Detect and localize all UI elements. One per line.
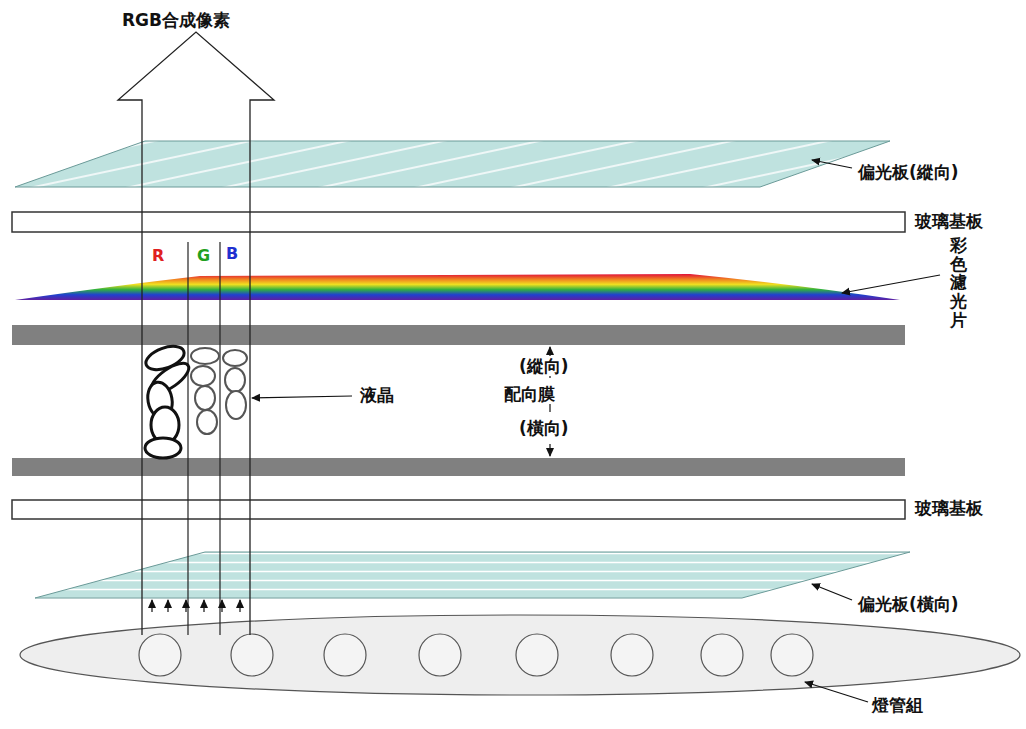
liquid-crystal — [143, 342, 247, 458]
part-name: 液晶 — [360, 385, 394, 405]
subpixel-letter: R — [152, 246, 164, 265]
part-name: 偏光板(橫向) — [858, 594, 959, 614]
top-alignment-film — [12, 325, 905, 345]
leader-lines — [252, 160, 940, 702]
part-name: 彩色濾光片 — [950, 236, 967, 329]
backlight-arrows — [152, 600, 240, 612]
subpixel-divider — [219, 242, 220, 635]
bottom-alignment-film — [12, 458, 905, 476]
light-arrow — [118, 32, 274, 635]
part-name: (縱向) — [517, 356, 571, 376]
part-name: 玻璃基板 — [915, 211, 983, 231]
part-name: 玻璃基板 — [915, 498, 983, 518]
top-glass — [12, 212, 905, 232]
lamp-housing — [20, 615, 1020, 695]
subpixel-divider — [187, 242, 188, 635]
part-name: 燈管組 — [872, 695, 923, 715]
part-name: 配向膜 — [502, 384, 557, 404]
pixel-caption: RGB合成像素 — [122, 10, 230, 30]
top-polarizer — [15, 141, 890, 187]
part-name: 偏光板(縱向) — [858, 162, 959, 182]
subpixel-letter: B — [226, 244, 238, 263]
bottom-polarizer — [35, 552, 910, 598]
bottom-glass — [12, 500, 905, 519]
lamp-tubes — [139, 634, 813, 676]
part-name: (橫向) — [517, 418, 571, 438]
color-filter — [15, 274, 900, 300]
subpixel-letter: G — [197, 246, 210, 265]
